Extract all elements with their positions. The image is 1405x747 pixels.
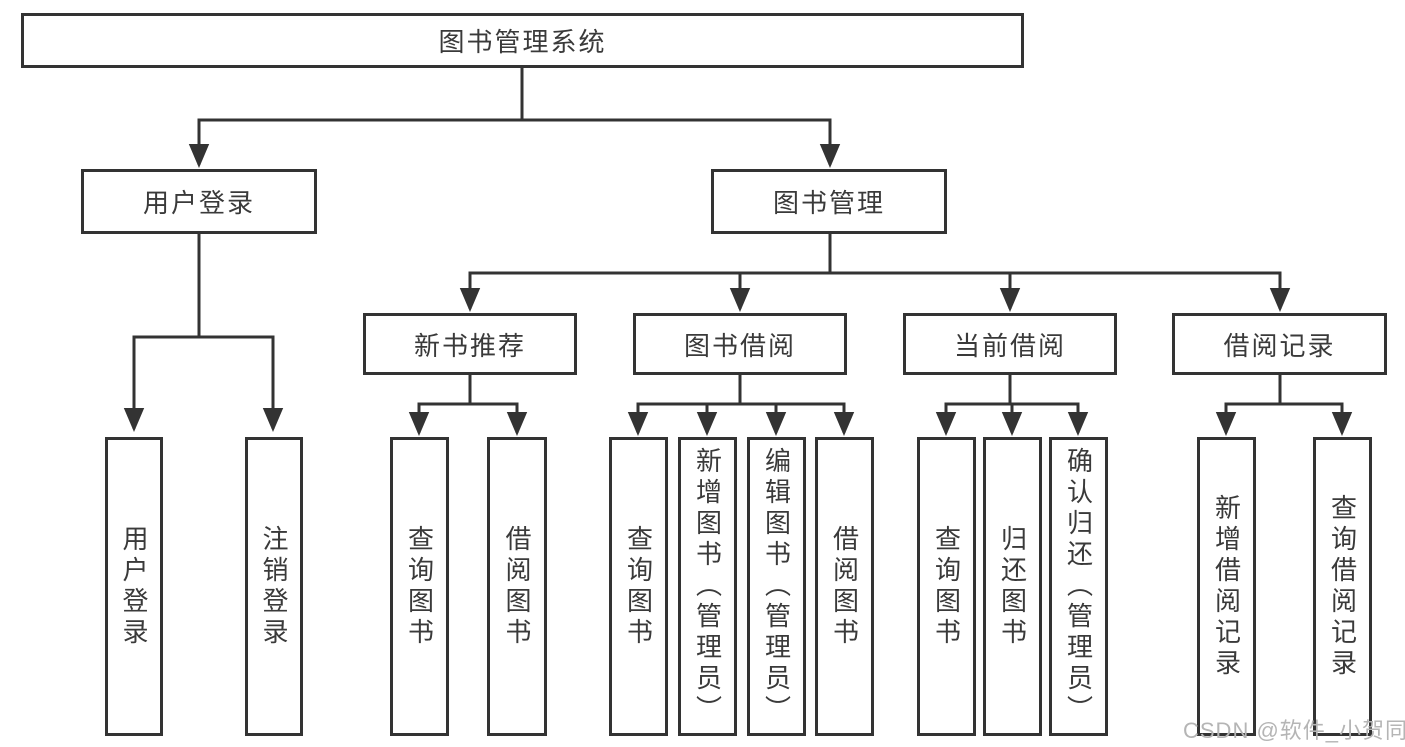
node-borrow-records: 借阅记录: [1172, 313, 1387, 375]
leaf-user-login-label: 用户登录: [119, 524, 149, 649]
leaf-edit-books-admin: 编辑图书（管理员）: [747, 437, 806, 736]
leaf-confirm-return-admin: 确认归还（管理员）: [1049, 437, 1108, 736]
node-user-login: 用户登录: [81, 169, 317, 234]
leaf-return-books: 归还图书: [983, 437, 1042, 736]
leaf-query-borrow-record-label: 查询借阅记录: [1327, 493, 1358, 680]
node-current-borrow-label: 当前借阅: [953, 330, 1066, 361]
leaf-query-books-recommend: 查询图书: [390, 437, 449, 736]
node-library-management-system: 图书管理系统: [21, 13, 1024, 68]
leaf-add-borrow-record-label: 新增借阅记录: [1211, 493, 1242, 680]
leaf-borrow-books-recommend: 借阅图书: [487, 437, 547, 736]
leaf-return-books-label: 归还图书: [997, 524, 1028, 649]
leaf-query-books-current: 查询图书: [917, 437, 976, 736]
leaf-query-books-recommend-label: 查询图书: [404, 524, 435, 649]
leaf-add-borrow-record: 新增借阅记录: [1197, 437, 1256, 736]
node-user-login-label: 用户登录: [142, 188, 255, 218]
leaf-edit-books-admin-label: 编辑图书（管理员）: [761, 447, 792, 726]
node-current-borrow: 当前借阅: [903, 313, 1117, 375]
leaf-logout: 注销登录: [245, 437, 303, 736]
node-borrow-records-label: 借阅记录: [1223, 330, 1336, 361]
node-new-book-recommend: 新书推荐: [363, 313, 577, 375]
leaf-query-books-current-label: 查询图书: [931, 524, 962, 649]
leaf-borrow-books-label: 借阅图书: [829, 524, 860, 649]
leaf-query-books-borrow-label: 查询图书: [623, 524, 654, 649]
leaf-query-books-borrow: 查询图书: [609, 437, 668, 736]
leaf-user-login: 用户登录: [105, 437, 163, 736]
leaf-logout-label: 注销登录: [259, 524, 289, 649]
leaf-add-books-admin: 新增图书（管理员）: [678, 437, 737, 736]
csdn-watermark: CSDN @软件_小贺同学: [1183, 718, 1405, 743]
leaf-confirm-return-admin-label: 确认归还（管理员）: [1063, 447, 1094, 726]
leaf-borrow-books: 借阅图书: [815, 437, 874, 736]
leaf-add-books-admin-label: 新增图书（管理员）: [692, 447, 723, 726]
leaf-query-borrow-record: 查询借阅记录: [1313, 437, 1372, 736]
leaf-borrow-books-recommend-label: 借阅图书: [502, 524, 532, 649]
node-book-borrow: 图书借阅: [633, 313, 847, 375]
node-library-management-system-label: 图书管理系统: [438, 27, 607, 57]
node-book-management-label: 图书管理: [772, 188, 885, 218]
node-new-book-recommend-label: 新书推荐: [413, 330, 526, 361]
node-book-management: 图书管理: [711, 169, 947, 234]
node-book-borrow-label: 图书借阅: [683, 330, 796, 361]
